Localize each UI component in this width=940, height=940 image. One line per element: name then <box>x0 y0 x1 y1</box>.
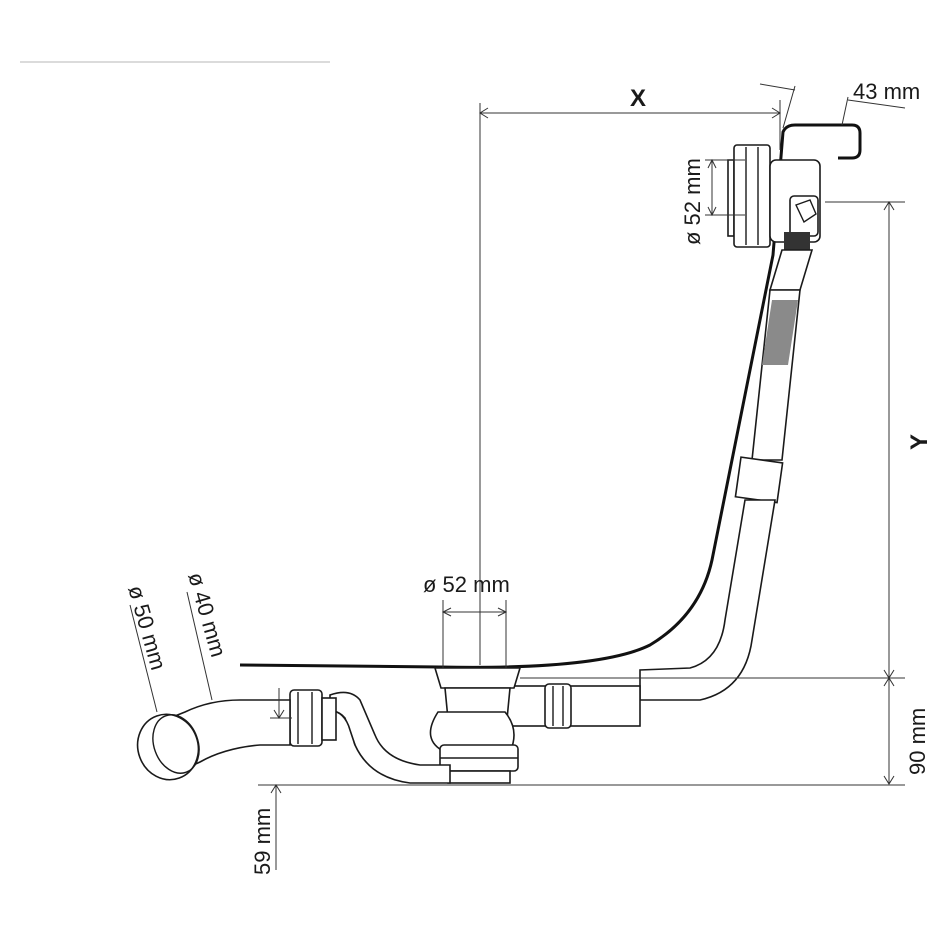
overflow-cover <box>727 159 735 237</box>
dimension-drain-diameter: ø 52 mm <box>423 572 510 668</box>
overflow-assembly <box>727 144 821 252</box>
drain-body <box>429 667 522 784</box>
hose-shaded-band <box>762 300 798 365</box>
outlet-elbow <box>136 699 291 781</box>
dimension-outlet-outer: ø 50 mm <box>123 582 171 713</box>
dim-x-label: X <box>630 85 646 112</box>
dim-y-label: Y <box>906 434 933 450</box>
dimension-overflow-offset: 43 mm <box>759 79 920 129</box>
dimension-outlet-inner-marker <box>270 688 292 719</box>
trap-assembly <box>289 689 451 784</box>
dimension-overflow-diameter: ø 52 mm <box>680 158 745 245</box>
dimension-x: X <box>479 85 781 665</box>
dimension-trap-height: 90 mm <box>520 677 930 785</box>
pipe-nut-right <box>544 683 572 729</box>
dim-drain-diameter-label: ø 52 mm <box>423 572 510 597</box>
bathtub-bottom-line <box>239 123 862 669</box>
hose-coupling <box>734 456 784 504</box>
horizontal-drain-pipe <box>494 683 641 729</box>
dim-90-label: 90 mm <box>905 708 930 775</box>
dim-overflow-diameter-label: ø 52 mm <box>680 158 705 245</box>
dimension-floor-clearance: 59 mm <box>250 784 905 875</box>
overflow-seal <box>784 232 810 252</box>
dim-50-label: ø 50 mm <box>123 582 171 672</box>
dim-43-label: 43 mm <box>853 79 920 104</box>
dimension-outlet-inner: ø 40 mm <box>183 569 231 701</box>
overflow-hose <box>639 249 814 701</box>
dim-59-label: 59 mm <box>250 808 275 875</box>
dimension-y: Y <box>825 201 933 679</box>
dim-40-label: ø 40 mm <box>183 569 231 659</box>
trap-nut <box>289 689 323 747</box>
drain-flange <box>433 667 522 689</box>
